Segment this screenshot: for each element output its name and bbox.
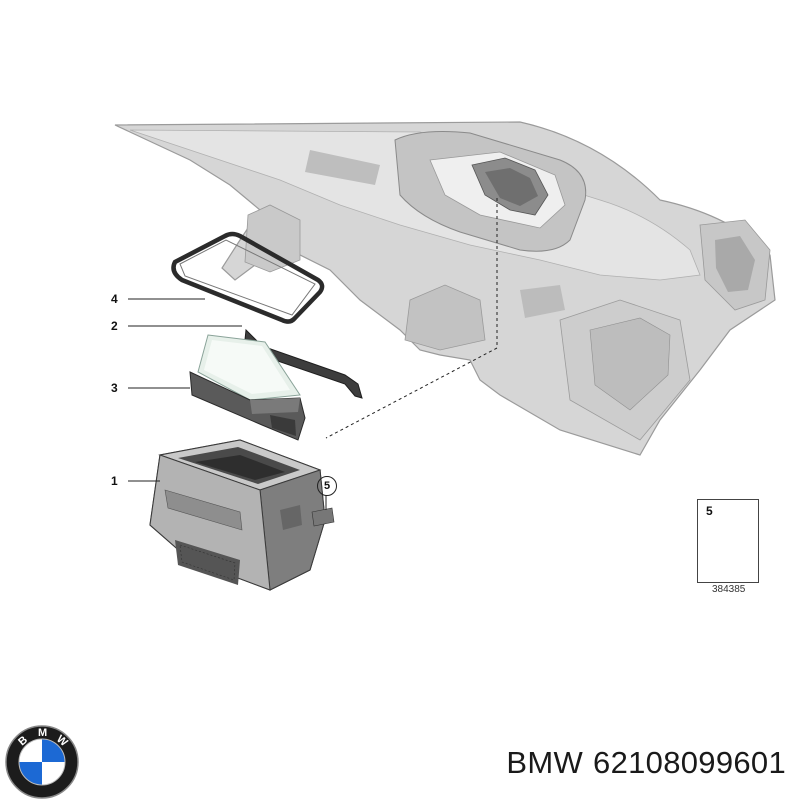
logo-letter-m: M: [38, 727, 47, 739]
callout-3: 3: [111, 381, 118, 395]
callout-5-circle: 5: [317, 476, 337, 496]
bmw-logo: B M W: [5, 725, 79, 799]
callout-1: 1: [111, 474, 118, 488]
callout-2: 2: [111, 319, 118, 333]
part-3-display-glass: [189, 334, 306, 441]
part-4-seal-frame: [171, 231, 325, 324]
part-number: 62108099601: [593, 745, 786, 780]
callout-4: 4: [111, 292, 118, 306]
legend-item-number: 5: [706, 504, 713, 518]
hardware-legend-box: [697, 499, 759, 583]
diagram-reference-code: 384385: [712, 584, 746, 595]
part-number-label: BMW 62108099601: [506, 745, 786, 781]
dashboard-carrier: [114, 121, 776, 456]
leader-lines: [128, 198, 498, 510]
brand-name: BMW: [506, 745, 584, 780]
part-1-hud-housing: [149, 439, 335, 591]
